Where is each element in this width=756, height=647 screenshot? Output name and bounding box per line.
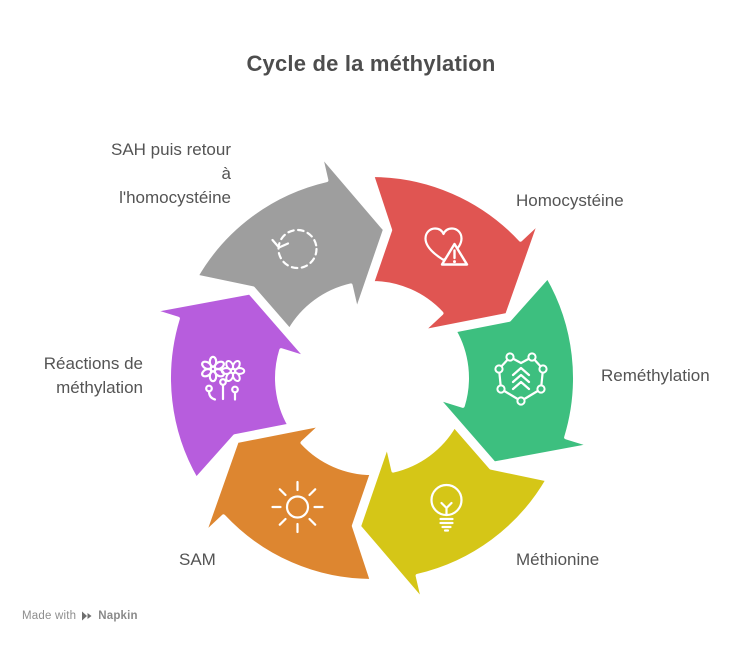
sun-icon <box>271 480 324 534</box>
watermark-brand: Napkin <box>98 610 138 622</box>
flowers-icon <box>201 355 246 401</box>
lightbulb-icon <box>430 483 463 532</box>
watermark-prefix: Made with <box>22 610 77 622</box>
cycle-arrow-icon <box>271 228 318 270</box>
watermark: Made with Napkin <box>22 610 138 622</box>
label-sam: SAM <box>179 550 216 569</box>
label-remethylation: Reméthylation <box>601 366 710 385</box>
diagram-title: Cycle de la méthylation <box>246 51 496 76</box>
cycle-diagram <box>150 151 594 605</box>
label-homocysteine: Homocystéine <box>516 191 624 210</box>
arrow-segment-sah <box>194 151 387 333</box>
label-methionine: Méthionine <box>516 550 600 569</box>
label-reactions-de-methylation: Réactions de méthylation <box>43 354 143 398</box>
molecule-icon <box>494 352 548 406</box>
napkin-logo-icon <box>82 611 92 621</box>
label-sah-retour: SAH puis retour à l'homocystéine <box>111 140 231 208</box>
arrow-segment-remethylation <box>435 274 594 466</box>
arrow-segment-reactions <box>150 290 309 482</box>
heart-warning-icon <box>424 227 469 266</box>
